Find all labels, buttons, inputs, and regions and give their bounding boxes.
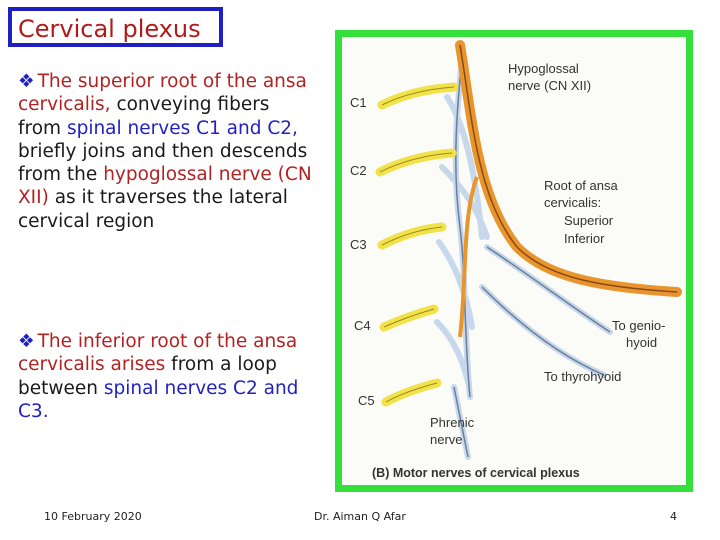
label-phrenic-1: Phrenic: [430, 415, 475, 430]
bullet1-phrase-2: conveying fibers from: [18, 94, 270, 139]
bullet-inferior-root: ❖The inferior root of the ansa cervicali…: [18, 330, 318, 423]
label-geniohyoid-1: To genio-: [612, 318, 665, 333]
bullet2-phrase-3: spinal nerves C2 and C3.: [18, 377, 299, 422]
figure-caption: (B) Motor nerves of cervical plexus: [372, 466, 580, 480]
label-c5: C5: [358, 393, 375, 408]
bullet-diamond-icon: ❖: [18, 71, 35, 92]
footer-author: Dr. Aiman Q Afar: [314, 510, 406, 523]
bullet1-phrase-6: as it traverses the lateral cervical reg…: [18, 187, 288, 232]
bullet2-phrase-1: The inferior root of the ansa cervicalis…: [18, 331, 298, 376]
label-c4: C4: [354, 318, 371, 333]
bullet-superior-root: ❖The superior root of the ansa cervicali…: [18, 70, 318, 233]
label-phrenic-2: nerve: [430, 432, 463, 447]
bullet-diamond-icon: ❖: [18, 331, 35, 352]
label-inferior: Inferior: [564, 231, 605, 246]
label-superior: Superior: [564, 213, 614, 228]
label-hypoglossal-2: nerve (CN XII): [508, 78, 591, 93]
bullet1-phrase-5: hypoglossal nerve (CN XII): [18, 164, 312, 209]
label-geniohyoid-2: hyoid: [626, 335, 657, 350]
bullet1-phrase-1: The superior root of the ansa cervicalis…: [18, 71, 307, 116]
label-c2: C2: [350, 163, 367, 178]
bullet1-phrase-4: briefly joins and then descends from the: [18, 140, 308, 186]
hypoglossal-nerve-outline: [459, 44, 678, 293]
superior-root-path: [458, 176, 479, 338]
label-root-1: Root of ansa: [544, 178, 618, 193]
spinal-nerve-outlines: [379, 86, 455, 403]
plexus-diagram: C1 C2 C3 C4 C5 Hypoglossal nerve (CN XII…: [350, 40, 682, 480]
title-box: Cervical plexus: [8, 7, 223, 47]
label-c1: C1: [350, 95, 367, 110]
slide-title: Cervical plexus: [18, 15, 201, 43]
label-hypoglossal-1: Hypoglossal: [508, 61, 579, 76]
cervical-plexus-figure: C1 C2 C3 C4 C5 Hypoglossal nerve (CN XII…: [335, 30, 693, 492]
footer-page-number: 4: [670, 510, 677, 523]
plexus-connections-outline: [453, 58, 611, 458]
label-root-2: cervicalis:: [544, 195, 601, 210]
bullet1-phrase-3: spinal nerves C1 and C2,: [66, 117, 298, 139]
label-thyrohyoid: To thyrohyoid: [544, 369, 621, 384]
footer-date: 10 February 2020: [44, 510, 142, 523]
label-c3: C3: [350, 237, 367, 252]
bullet2-phrase-2: from a loop between: [18, 354, 277, 399]
